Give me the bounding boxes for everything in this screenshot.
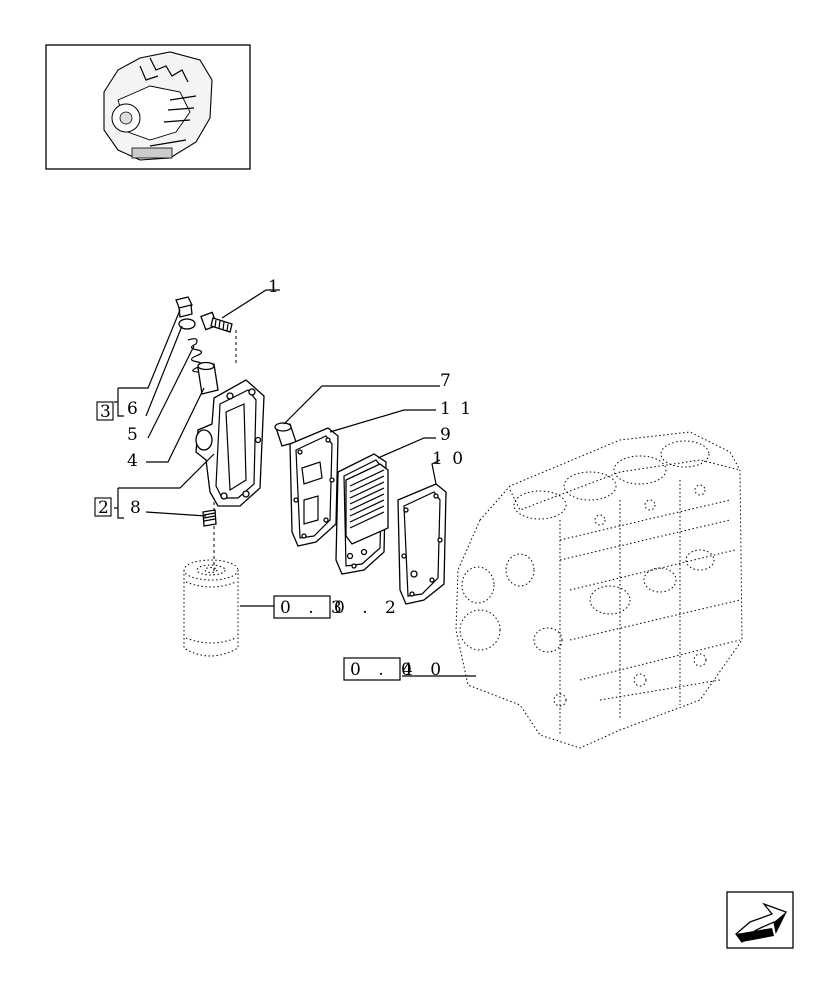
callout-4: 4 [127, 451, 140, 471]
callout-3-box [96, 401, 114, 421]
arrow-left-icon [735, 902, 787, 943]
valve-piston[interactable] [197, 361, 219, 395]
ref-block-boxed-text: 0 . 0 [350, 660, 418, 680]
part-6-plug[interactable] [175, 296, 193, 318]
callout-9: 9 [440, 425, 453, 445]
part-1-bolt[interactable] [200, 311, 233, 333]
oil-filter-support-housing[interactable] [195, 379, 265, 507]
callout-2: 2 [98, 498, 111, 518]
part-8-nipple[interactable] [202, 509, 217, 527]
part-4-spring[interactable] [187, 338, 203, 373]
callout-6: 6 [127, 399, 140, 419]
ref-filter-group[interactable]: 0 . 3 0 . 2 [273, 595, 402, 619]
part-11-gasket[interactable] [289, 427, 339, 547]
previous-page-arrow-button[interactable] [726, 891, 794, 949]
part-9-oil-cooler[interactable] [335, 453, 389, 575]
part-7-sleeve[interactable] [274, 422, 297, 447]
oil-filter-cartridge[interactable] [183, 559, 239, 657]
callout-3: 3 [100, 402, 113, 422]
callout-10: 1 0 [432, 449, 465, 469]
ref-filter-box [273, 595, 331, 619]
ref-filter-boxed-text: 0 . 3 [280, 598, 348, 618]
callout-11: 1 1 [440, 399, 473, 419]
callout-1: 1 [268, 277, 281, 297]
part-5-washer[interactable] [178, 318, 196, 330]
ref-filter-tail-text: 0 . 2 [334, 598, 402, 618]
engine-thumbnail[interactable] [45, 44, 251, 170]
callout-8: 8 [130, 498, 143, 518]
callout-2-box [94, 497, 112, 517]
leader-lines [114, 289, 476, 677]
callout-5: 5 [127, 425, 140, 445]
engine-block[interactable] [455, 431, 743, 749]
callout-7: 7 [440, 371, 453, 391]
engine-thumbnail-image [103, 51, 213, 161]
part-10-gasket[interactable] [397, 483, 447, 605]
ref-block-group[interactable]: 0 . 0 4 0 [343, 657, 447, 681]
ref-block-tail-text: 4 0 [402, 660, 447, 680]
ref-block-box [343, 657, 401, 681]
